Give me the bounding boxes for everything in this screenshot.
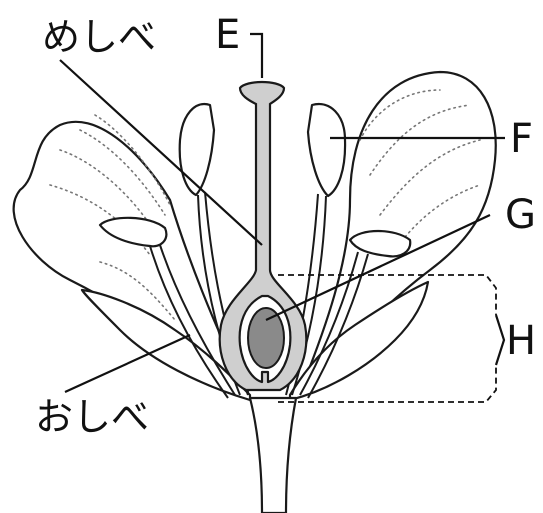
stem xyxy=(250,398,296,513)
label-H: H xyxy=(506,318,536,364)
label-E: E xyxy=(215,12,240,58)
E-leader xyxy=(250,34,262,78)
ovule xyxy=(248,308,284,368)
label-stamen: おしべ xyxy=(35,395,149,439)
H-brace xyxy=(496,315,504,365)
label-F: F xyxy=(510,116,533,162)
label-G: G xyxy=(505,192,536,238)
label-pistil: めしべ xyxy=(42,15,156,59)
pistil xyxy=(220,82,307,390)
